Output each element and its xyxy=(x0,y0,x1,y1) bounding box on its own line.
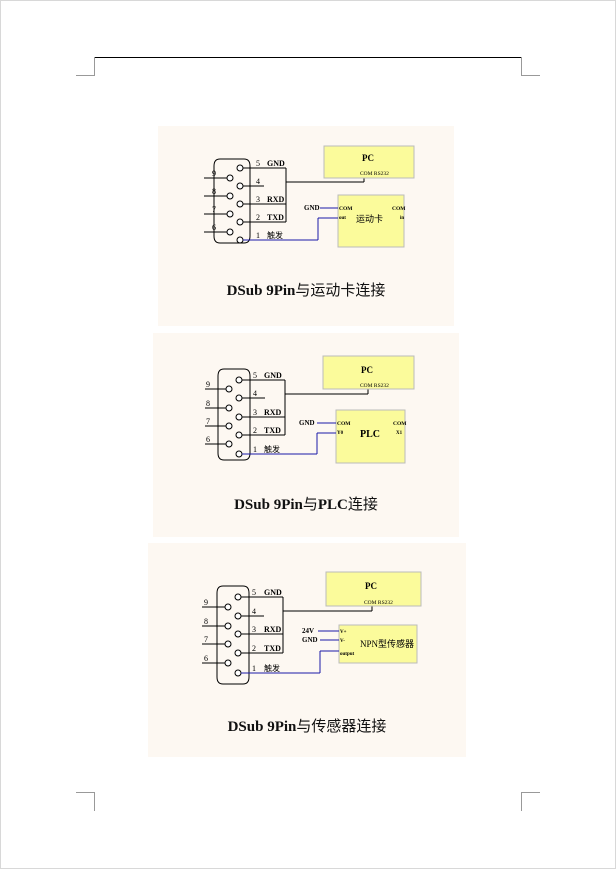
vplus-label: V+ xyxy=(340,630,347,635)
pc-port: COM RS232 xyxy=(360,383,389,389)
device-box xyxy=(337,194,405,248)
pin-number-2: 2 xyxy=(252,644,256,653)
pin-label-6: 6 xyxy=(212,223,216,232)
pin-name-gnd: GND xyxy=(267,159,285,168)
pin-label-6: 6 xyxy=(204,654,208,663)
device-name: NPN型传感器 xyxy=(360,638,414,649)
gnd-label: GND xyxy=(302,636,318,644)
pin-number-3: 3 xyxy=(252,625,256,634)
device-name: PLC xyxy=(360,429,380,440)
out-label: out xyxy=(339,216,346,221)
caption-latin: DSub 9Pin xyxy=(234,497,303,513)
pin-number-5: 5 xyxy=(252,588,256,597)
device-name: 运动卡 xyxy=(356,213,383,224)
pin-label-8: 8 xyxy=(206,399,210,408)
v24-label: 24V xyxy=(302,627,314,635)
figure-caption: DSub 9Pin与运动卡连接 xyxy=(227,282,386,299)
corner-mark-top-left xyxy=(76,57,95,76)
pin-number-4: 4 xyxy=(253,389,257,398)
pin-label-7: 7 xyxy=(206,417,210,426)
pin-number-2: 2 xyxy=(253,426,257,435)
figure-caption: DSub 9Pin与PLC连接 xyxy=(234,496,378,513)
x1-label: X1 xyxy=(396,431,403,436)
pin-label-7: 7 xyxy=(212,205,216,214)
pin-label-9: 9 xyxy=(206,380,210,389)
caption-cn: 与运动卡连接 xyxy=(295,282,385,299)
pin-name-rxd: RXD xyxy=(264,408,282,417)
pin-name-txd: TXD xyxy=(267,213,284,222)
figure-plc: 9 8 7 6 5 4 3 2 1 GND RXD TXD 触发 PC COM … xyxy=(153,333,459,537)
pin-label-8: 8 xyxy=(212,187,216,196)
pin-number-1: 1 xyxy=(253,445,257,454)
pin-name-trigger: 触发 xyxy=(264,444,280,454)
pin-number-3: 3 xyxy=(256,195,260,204)
left-pin-lines xyxy=(204,174,234,236)
left-pin-lines xyxy=(205,385,233,448)
caption-cn-prefix: 与 xyxy=(303,496,318,513)
pin-label-6: 6 xyxy=(206,435,210,444)
right-pin-lines xyxy=(234,593,320,677)
dsub-connector-shell xyxy=(213,158,251,244)
gnd-label: GND xyxy=(299,419,315,427)
pin-label-8: 8 xyxy=(204,617,208,626)
header-rule xyxy=(94,57,522,58)
pin-number-1: 1 xyxy=(252,664,256,673)
pin-number-2: 2 xyxy=(256,213,260,222)
figure-sensor: 9 8 7 6 5 4 3 2 1 GND RXD TXD 触发 PC COM … xyxy=(148,543,466,757)
caption-latin-2: PLC xyxy=(318,497,348,513)
caption-latin: DSub 9Pin xyxy=(227,283,296,299)
pc-port: COM RS232 xyxy=(364,600,393,606)
corner-mark-bottom-right xyxy=(521,792,540,811)
com-in-label: COM xyxy=(392,206,406,212)
pin-number-4: 4 xyxy=(252,607,256,616)
right-pin-lines xyxy=(235,376,317,458)
in-label: in xyxy=(400,216,404,221)
pin-number-4: 4 xyxy=(256,177,260,186)
y0-label: Y0 xyxy=(337,431,344,436)
pin-label-7: 7 xyxy=(204,635,208,644)
pin-label-9: 9 xyxy=(204,598,208,607)
gnd-label: GND xyxy=(304,204,320,212)
pc-box xyxy=(323,145,415,179)
com-in-label: COM xyxy=(393,421,407,427)
dsub-connector-shell xyxy=(216,585,250,685)
pin-name-trigger: 触发 xyxy=(267,230,283,240)
pin-name-gnd: GND xyxy=(264,371,282,380)
pin-name-trigger: 触发 xyxy=(264,663,280,673)
com-out-label: COM xyxy=(337,421,351,427)
pin-name-rxd: RXD xyxy=(267,195,285,204)
corner-mark-bottom-left xyxy=(76,792,95,811)
caption-latin: DSub 9Pin xyxy=(228,719,297,735)
pc-port: COM RS232 xyxy=(360,171,389,177)
caption-cn: 连接 xyxy=(348,496,378,513)
pin-name-txd: TXD xyxy=(264,426,281,435)
pc-title: PC xyxy=(361,365,373,375)
pin-number-5: 5 xyxy=(253,371,257,380)
caption-cn: 与传感器连接 xyxy=(296,718,386,735)
left-pin-lines xyxy=(202,603,232,667)
pin-name-gnd: GND xyxy=(264,588,282,597)
pin-number-5: 5 xyxy=(256,159,260,168)
pin-label-9: 9 xyxy=(212,169,216,178)
figure-motion-card: 9 8 7 6 5 4 3 2 1 GND RXD TXD 触发 PC COM … xyxy=(158,126,454,326)
figure-caption: DSub 9Pin与传感器连接 xyxy=(228,718,387,735)
pin-name-txd: TXD xyxy=(264,644,281,653)
pc-box xyxy=(322,355,415,390)
corner-mark-top-right xyxy=(521,57,540,76)
device-box xyxy=(335,409,406,464)
output-label: output xyxy=(340,652,355,657)
pc-title: PC xyxy=(362,153,374,163)
right-pin-lines xyxy=(236,164,318,244)
pc-title: PC xyxy=(365,581,377,591)
dsub-connector-shell xyxy=(217,368,251,461)
com-out-label: COM xyxy=(339,206,353,212)
pc-box xyxy=(325,571,422,607)
vminus-label: V- xyxy=(340,639,345,644)
pin-name-rxd: RXD xyxy=(264,625,282,634)
device-box xyxy=(338,624,418,664)
pin-number-3: 3 xyxy=(253,408,257,417)
pin-number-1: 1 xyxy=(256,231,260,240)
